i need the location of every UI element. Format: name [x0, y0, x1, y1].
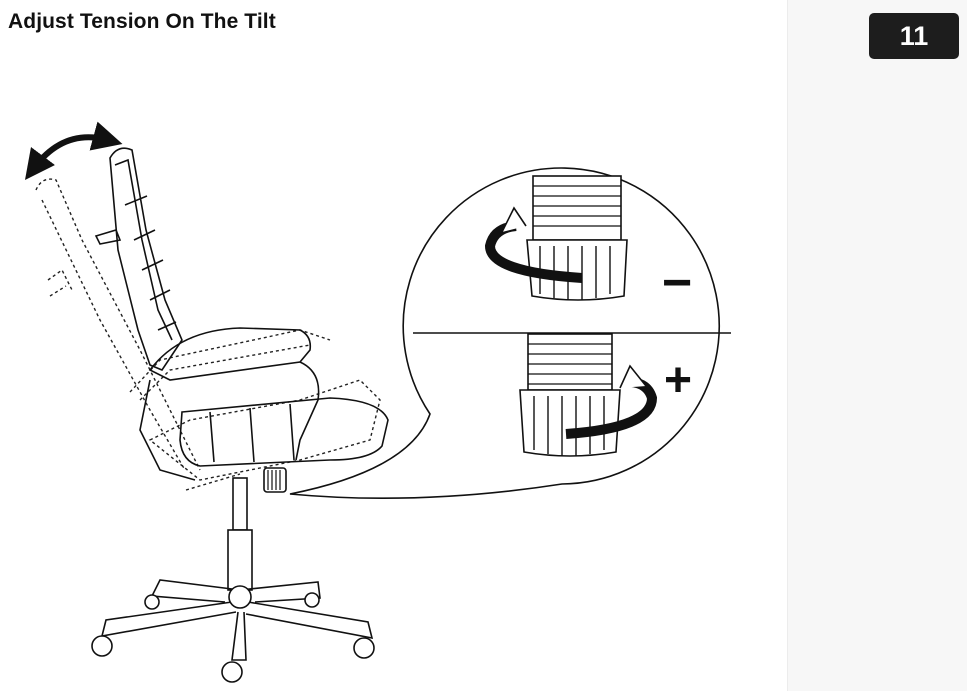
tilt-arrow-icon [24, 121, 123, 180]
lower-knob [519, 333, 621, 457]
upper-knob [526, 175, 628, 301]
chair-backrest [94, 147, 183, 371]
reclined-chair-ghost [35, 178, 381, 491]
decrease-symbol: − [662, 254, 692, 312]
chair-base [91, 477, 375, 683]
page-number-badge: 11 [869, 13, 959, 59]
side-margin [787, 0, 967, 691]
tension-knob [263, 467, 287, 493]
page-title: Adjust Tension On The Tilt [8, 10, 276, 33]
increase-symbol: + [664, 354, 692, 407]
chair-seat [139, 327, 389, 481]
